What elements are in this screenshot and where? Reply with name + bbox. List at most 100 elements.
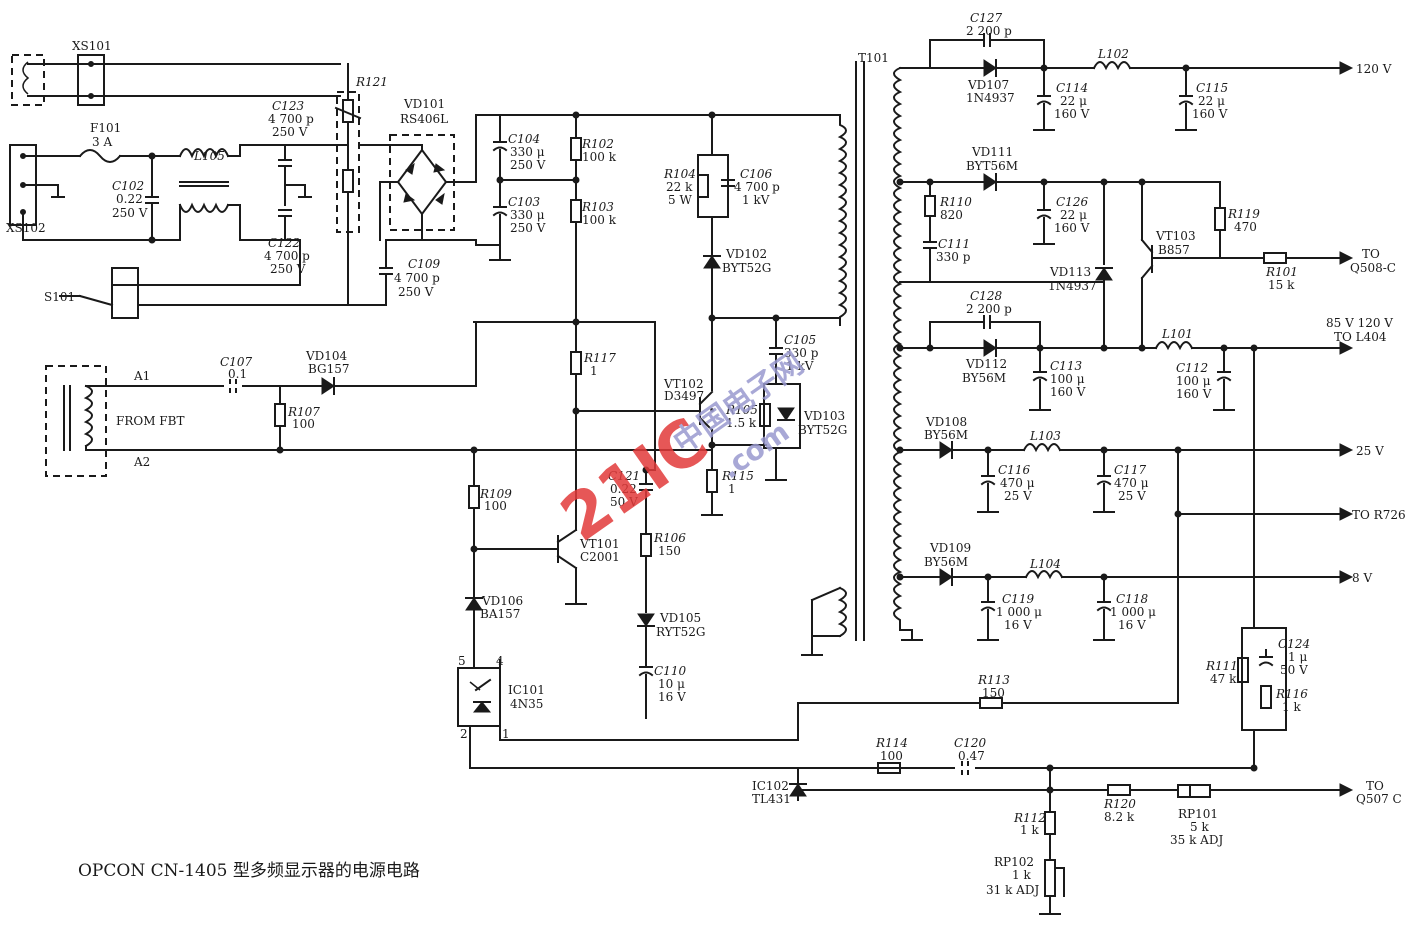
ic102-label: IC102 <box>752 779 789 793</box>
svg-text:4 700 p: 4 700 p <box>264 249 310 263</box>
svg-text:0.1: 0.1 <box>228 367 247 381</box>
svg-text:2 200 p: 2 200 p <box>966 302 1012 316</box>
svg-text:22 μ: 22 μ <box>1060 94 1087 108</box>
vd111-label: VD111 <box>971 145 1013 159</box>
figure-caption: OPCON CN-1405 型多频显示器的电源电路 <box>78 861 420 881</box>
svg-text:1: 1 <box>590 364 598 378</box>
vd112-label: VD112 <box>965 357 1007 371</box>
svg-text:250 V: 250 V <box>510 158 546 172</box>
c126-label: C126 <box>1056 195 1088 209</box>
c117-label: C117 <box>1114 463 1146 477</box>
svg-text:16 V: 16 V <box>658 690 686 704</box>
c119-label: C119 <box>1002 592 1034 606</box>
svg-text:330 μ: 330 μ <box>510 208 545 222</box>
to-r726: TO R726 <box>1352 508 1406 522</box>
svg-text:50 V: 50 V <box>610 495 638 509</box>
xs101-plug-outline <box>11 54 45 106</box>
s101-switch <box>111 267 139 319</box>
svg-text:Q507 C: Q507 C <box>1356 792 1402 806</box>
svg-text:100: 100 <box>484 499 507 513</box>
c128-label: C128 <box>970 289 1002 303</box>
r111-label: R111 <box>1205 659 1238 673</box>
svg-text:160 V: 160 V <box>1192 107 1228 121</box>
svg-text:1 000 μ: 1 000 μ <box>1110 605 1156 619</box>
svg-text:250 V: 250 V <box>270 262 306 276</box>
svg-text:100 μ: 100 μ <box>1050 372 1085 386</box>
svg-text:31 k ADJ: 31 k ADJ <box>986 883 1039 897</box>
l101-label: L101 <box>1161 327 1193 341</box>
r120-label: R120 <box>1103 797 1136 811</box>
svg-text:1N4937: 1N4937 <box>1048 279 1097 293</box>
svg-text:C2001: C2001 <box>580 550 620 564</box>
vd105-label: VD105 <box>659 611 701 625</box>
svg-text:10 μ: 10 μ <box>658 677 685 691</box>
vd101-label: VD101 <box>403 97 445 111</box>
svg-text:820: 820 <box>940 208 963 222</box>
r115-label: R115 <box>721 469 754 483</box>
c106-label: C106 <box>740 167 772 181</box>
svg-text:160 V: 160 V <box>1054 107 1090 121</box>
vd108-label: VD108 <box>925 415 967 429</box>
to-q508: TO <box>1362 247 1380 261</box>
svg-text:330 μ: 330 μ <box>510 145 545 159</box>
svg-text:160 V: 160 V <box>1054 221 1090 235</box>
l105-choke <box>178 148 241 241</box>
svg-text:150: 150 <box>658 544 681 558</box>
svg-text:330 p: 330 p <box>784 346 819 360</box>
c109-label: C109 <box>408 257 440 271</box>
svg-text:0.22: 0.22 <box>610 482 637 496</box>
c118-label: C118 <box>1116 592 1148 606</box>
r117-label: R117 <box>583 351 616 365</box>
vt101-label: VT101 <box>579 537 620 551</box>
fuse-rating: 3 A <box>92 135 112 149</box>
r116-label: R116 <box>1275 687 1308 701</box>
c122-label: C122 <box>268 236 300 250</box>
bridge-vd101: VD101 RS406L <box>359 97 501 241</box>
ic101-optocoupler <box>457 667 501 727</box>
svg-text:B857: B857 <box>1158 243 1190 257</box>
r101-label: R101 <box>1265 265 1298 279</box>
svg-text:BY56M: BY56M <box>924 555 968 569</box>
svg-text:4N35: 4N35 <box>510 697 543 711</box>
c103-label: C103 <box>508 195 540 209</box>
ic101-label: IC101 <box>508 683 545 697</box>
c102-label: C102 <box>112 179 144 193</box>
svg-text:100 μ: 100 μ <box>1176 374 1211 388</box>
vd106-label: VD106 <box>481 594 523 608</box>
svg-text:22 μ: 22 μ <box>1198 94 1225 108</box>
r113-label: R113 <box>977 673 1010 687</box>
vd113-label: VD113 <box>1049 265 1091 279</box>
svg-text:1 000 μ: 1 000 μ <box>996 605 1042 619</box>
svg-text:16 V: 16 V <box>1118 618 1146 632</box>
vd109-label: VD109 <box>929 541 971 555</box>
c127-label: C127 <box>970 11 1002 25</box>
a1-label: A1 <box>133 369 150 383</box>
vd107-label: VD107 <box>967 78 1009 92</box>
vt102-label: VT102 <box>663 377 704 391</box>
svg-text:BG157: BG157 <box>308 362 350 376</box>
fuse-label: F101 <box>90 121 121 135</box>
t101-label: T101 <box>858 51 889 65</box>
c115-label: C115 <box>1196 81 1228 95</box>
svg-text:4 700 p: 4 700 p <box>734 180 780 194</box>
svg-text:Q508-C: Q508-C <box>1350 261 1396 275</box>
svg-text:2: 2 <box>460 727 468 741</box>
to-q507: TO <box>1366 779 1384 793</box>
svg-text:4 700 p: 4 700 p <box>268 112 314 126</box>
svg-text:5 k: 5 k <box>1190 820 1209 834</box>
svg-text:BA157: BA157 <box>480 607 520 621</box>
vd104-label: VD104 <box>305 349 348 363</box>
svg-text:1 k: 1 k <box>1012 868 1031 882</box>
out-8v: 8 V <box>1352 571 1372 585</box>
svg-text:1 kV: 1 kV <box>742 193 770 207</box>
r110-label: R110 <box>939 195 972 209</box>
svg-text:0.22: 0.22 <box>116 192 143 206</box>
svg-text:BY56M: BY56M <box>924 428 968 442</box>
svg-text:5: 5 <box>458 654 466 668</box>
svg-text:1: 1 <box>728 482 736 496</box>
svg-text:50 V: 50 V <box>1280 663 1308 677</box>
c114-label: C114 <box>1056 81 1088 95</box>
l102-label: L102 <box>1097 47 1129 61</box>
out-25v: 25 V <box>1356 444 1384 458</box>
